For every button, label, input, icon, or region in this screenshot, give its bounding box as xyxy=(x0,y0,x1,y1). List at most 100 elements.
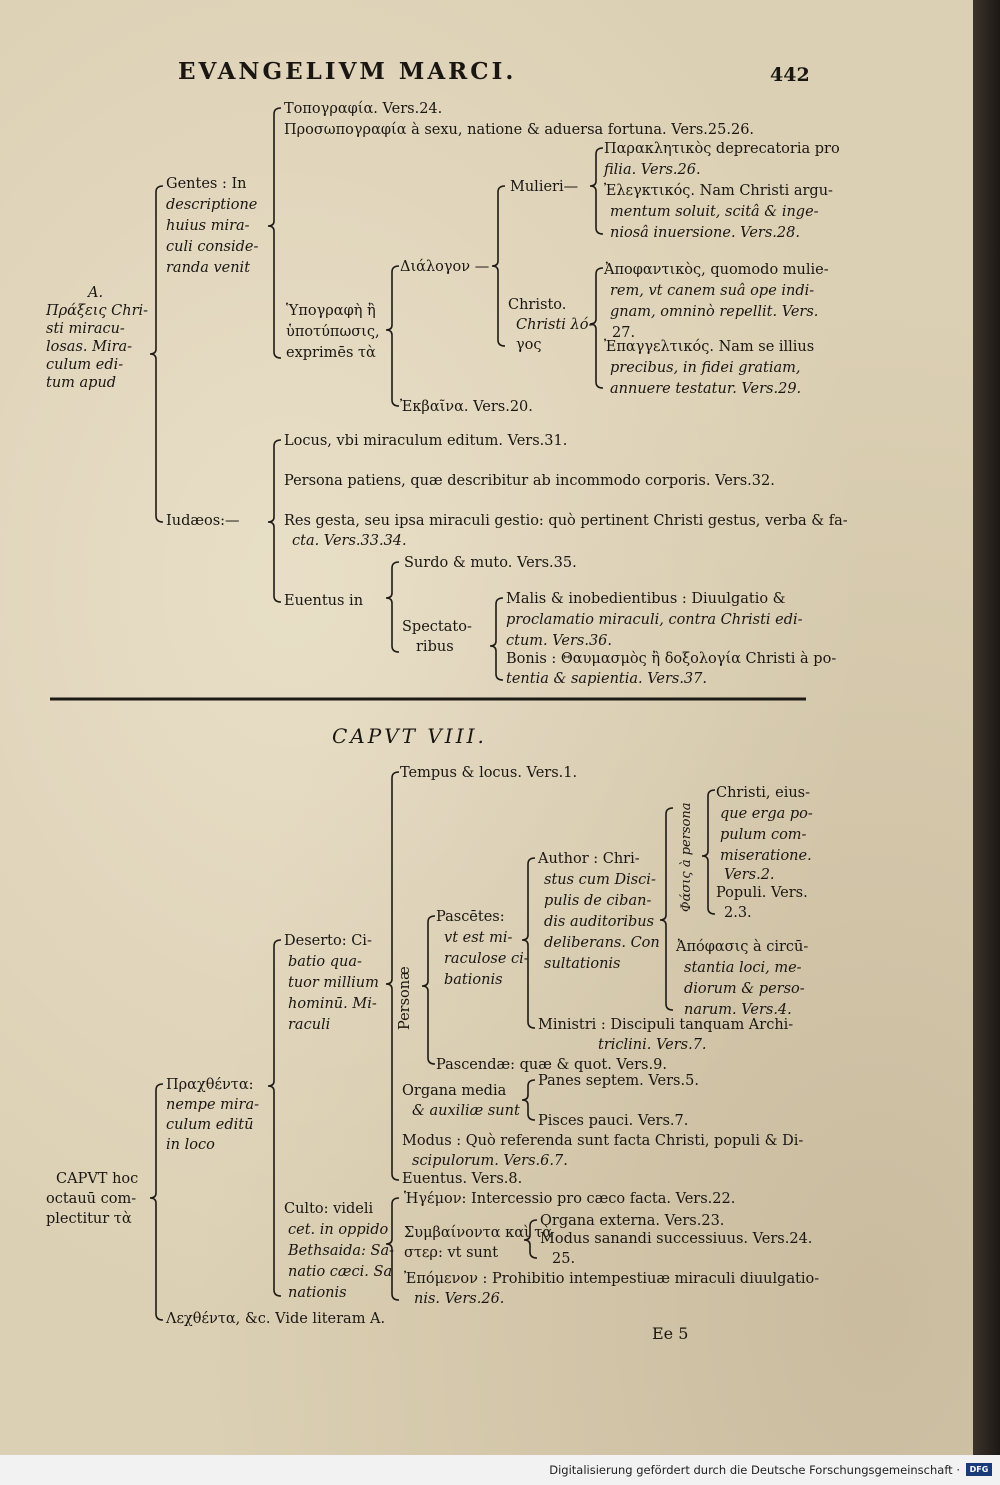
christo-line: Christo. xyxy=(508,297,567,313)
book-edge xyxy=(973,0,1000,1455)
modus: Modus : Quò referenda sunt facta Christi… xyxy=(402,1133,804,1149)
author-line: deliberans. Con xyxy=(544,935,660,951)
organa-line: Organa media xyxy=(402,1083,507,1099)
bracket xyxy=(659,807,674,1011)
author-line: Author : Chri- xyxy=(538,851,640,867)
pisces: Pisces pauci. Vers.7. xyxy=(538,1113,689,1129)
spectatoribus: ribus xyxy=(416,639,454,655)
mulieri-item: Παρακλητικὸς deprecatoria pro xyxy=(604,141,840,157)
root-line: sti miracu- xyxy=(46,321,125,337)
populi-item: Populi. Vers. xyxy=(716,885,808,901)
culto-line: Culto: videli xyxy=(284,1201,374,1217)
panes: Panes septem. Vers.5. xyxy=(538,1073,699,1089)
culto-line: cet. in oppido xyxy=(288,1222,389,1238)
bracket xyxy=(385,561,400,653)
gentes-line: randa venit xyxy=(166,260,251,276)
hypographe-line: ὑποτύπωσις, xyxy=(286,324,380,340)
apophasis-line: narum. Vers.4. xyxy=(684,1002,792,1018)
root-line: plectitur τὰ xyxy=(46,1211,132,1227)
res-gesta: cta. Vers.33.34. xyxy=(292,533,407,549)
pascendae: Pascendæ: quæ & quot. Vers.9. xyxy=(436,1057,667,1073)
author-line: sultationis xyxy=(544,956,621,972)
spectatoribus: Spectato- xyxy=(402,619,472,635)
root-line: octauū com- xyxy=(46,1191,137,1207)
bracket xyxy=(491,185,506,347)
locus: Locus, vbi miraculum editum. Vers.31. xyxy=(284,433,568,449)
res-gesta: Res gesta, seu ipsa miraculi gestio: quò… xyxy=(284,513,848,529)
pascetes-line: Pascētes: xyxy=(436,909,505,925)
christo-item: 27. xyxy=(612,325,636,341)
gentes-line: culi conside- xyxy=(166,239,259,255)
christo-item: Ἐπαγγελτικός. Nam se illius xyxy=(604,339,815,355)
author-line: pulis de ciban- xyxy=(544,893,652,909)
paper-sheet: EVANGELIVM MARCI. 442 A. Πράξεις Chri- s… xyxy=(0,0,973,1455)
bracket xyxy=(149,185,164,523)
mulieri-item: filia. Vers.26. xyxy=(604,162,701,178)
hypographe-line: exprimēs τὰ xyxy=(286,345,376,361)
praxin-line: in loco xyxy=(166,1137,215,1153)
gentes-line: descriptione xyxy=(166,197,258,213)
hypographe-line: Ὑπογραφὴ ἢ xyxy=(286,303,376,319)
populi-item: 2.3. xyxy=(724,905,752,921)
bracket xyxy=(523,1219,538,1259)
apophasis-line: stantia loci, me- xyxy=(684,960,802,976)
culto-line: natio cæci. Sa xyxy=(288,1264,393,1280)
ministri: triclini. Vers.7. xyxy=(598,1037,707,1053)
christi-item: Christi, eius- xyxy=(716,785,811,801)
praxin-line: nempe mira- xyxy=(166,1097,260,1113)
bracket xyxy=(589,147,604,235)
root-line: tum apud xyxy=(46,375,117,391)
bracket xyxy=(385,1197,400,1301)
modus-sanandi: Modus sanandi successiuus. Vers.24. xyxy=(540,1231,813,1247)
christo-line: γος xyxy=(516,337,542,353)
modus-sanandi: 25. xyxy=(552,1251,576,1267)
gentes-line: Gentes : In xyxy=(166,176,247,192)
deserto-line: tuor millium xyxy=(288,975,379,991)
tempus: Tempus & locus. Vers.1. xyxy=(400,765,578,781)
bracket-lines xyxy=(50,107,806,1321)
running-title: EVANGELIVM MARCI. xyxy=(178,58,517,85)
root-line: Πράξεις Chri- xyxy=(46,303,149,319)
bracket xyxy=(267,939,282,1297)
christo-item: annuere testatur. Vers.29. xyxy=(610,381,802,397)
bonis: tentia & sapientia. Vers.37. xyxy=(506,671,707,687)
malis: ctum. Vers.36. xyxy=(506,633,613,649)
bracket xyxy=(149,1083,164,1321)
christi-item: que erga po- xyxy=(720,806,813,822)
lechthenta: Λεχθέντα, &c. Vide literam A. xyxy=(166,1311,386,1327)
pascetes-line: raculose ci- xyxy=(444,951,529,967)
mulieri-item: mentum soluit, scitâ & inge- xyxy=(610,204,819,220)
topographia: Τοπογραφία. Vers.24. xyxy=(284,101,443,117)
deserto-line: raculi xyxy=(288,1017,331,1033)
root-label: A. xyxy=(88,285,104,301)
christo-item: Ἀποφαντικὸς, quomodo mulie- xyxy=(604,262,829,278)
exitus: Ἐκβαῖνα. Vers.20. xyxy=(400,399,533,415)
christi-item: pulum com- xyxy=(720,827,807,843)
bracket xyxy=(385,771,400,1181)
mulieri-item: niosâ inuersione. Vers.28. xyxy=(610,225,800,241)
chapter-title: CAPVT VIII. xyxy=(332,724,487,748)
bracket xyxy=(385,265,400,407)
organa-line: & auxiliæ sunt xyxy=(412,1103,520,1119)
hegemon: Ἡγέμον: Intercessio pro cæco facta. Vers… xyxy=(404,1191,736,1207)
mulieri-item: Ἐλεγκτικός. Nam Christi argu- xyxy=(604,183,833,199)
bracket xyxy=(589,267,604,389)
malis: Malis & inobedientibus : Diuulgatio & xyxy=(506,591,786,607)
deserto-line: batio qua- xyxy=(288,954,362,970)
culto-line: nationis xyxy=(288,1285,347,1301)
ministri: Ministri : Discipuli tanquam Archi- xyxy=(538,1017,794,1033)
signature-mark: Ee 5 xyxy=(652,1324,689,1343)
euentus: Euentus in xyxy=(284,593,364,609)
bracket xyxy=(489,597,504,681)
christo-item: rem, vt canem suâ ope indi- xyxy=(610,283,815,299)
praxin-line: Πραχθέντα: xyxy=(166,1077,254,1093)
footer-bar: Digitalisierung gefördert durch die Deut… xyxy=(0,1455,1000,1485)
prosopographia: Προσωπογραφία à sexu, natione & aduersa … xyxy=(284,122,755,138)
epomenon: Ἐπόμενον : Prohibitio intempestiuæ mirac… xyxy=(404,1271,820,1287)
christo-line: Christi λό- xyxy=(516,317,594,333)
symbainonta: στερ: vt sunt xyxy=(404,1245,499,1261)
pascetes-line: vt est mi- xyxy=(444,930,513,946)
praxin-line: culum editū xyxy=(166,1117,254,1133)
bracket xyxy=(701,789,716,915)
